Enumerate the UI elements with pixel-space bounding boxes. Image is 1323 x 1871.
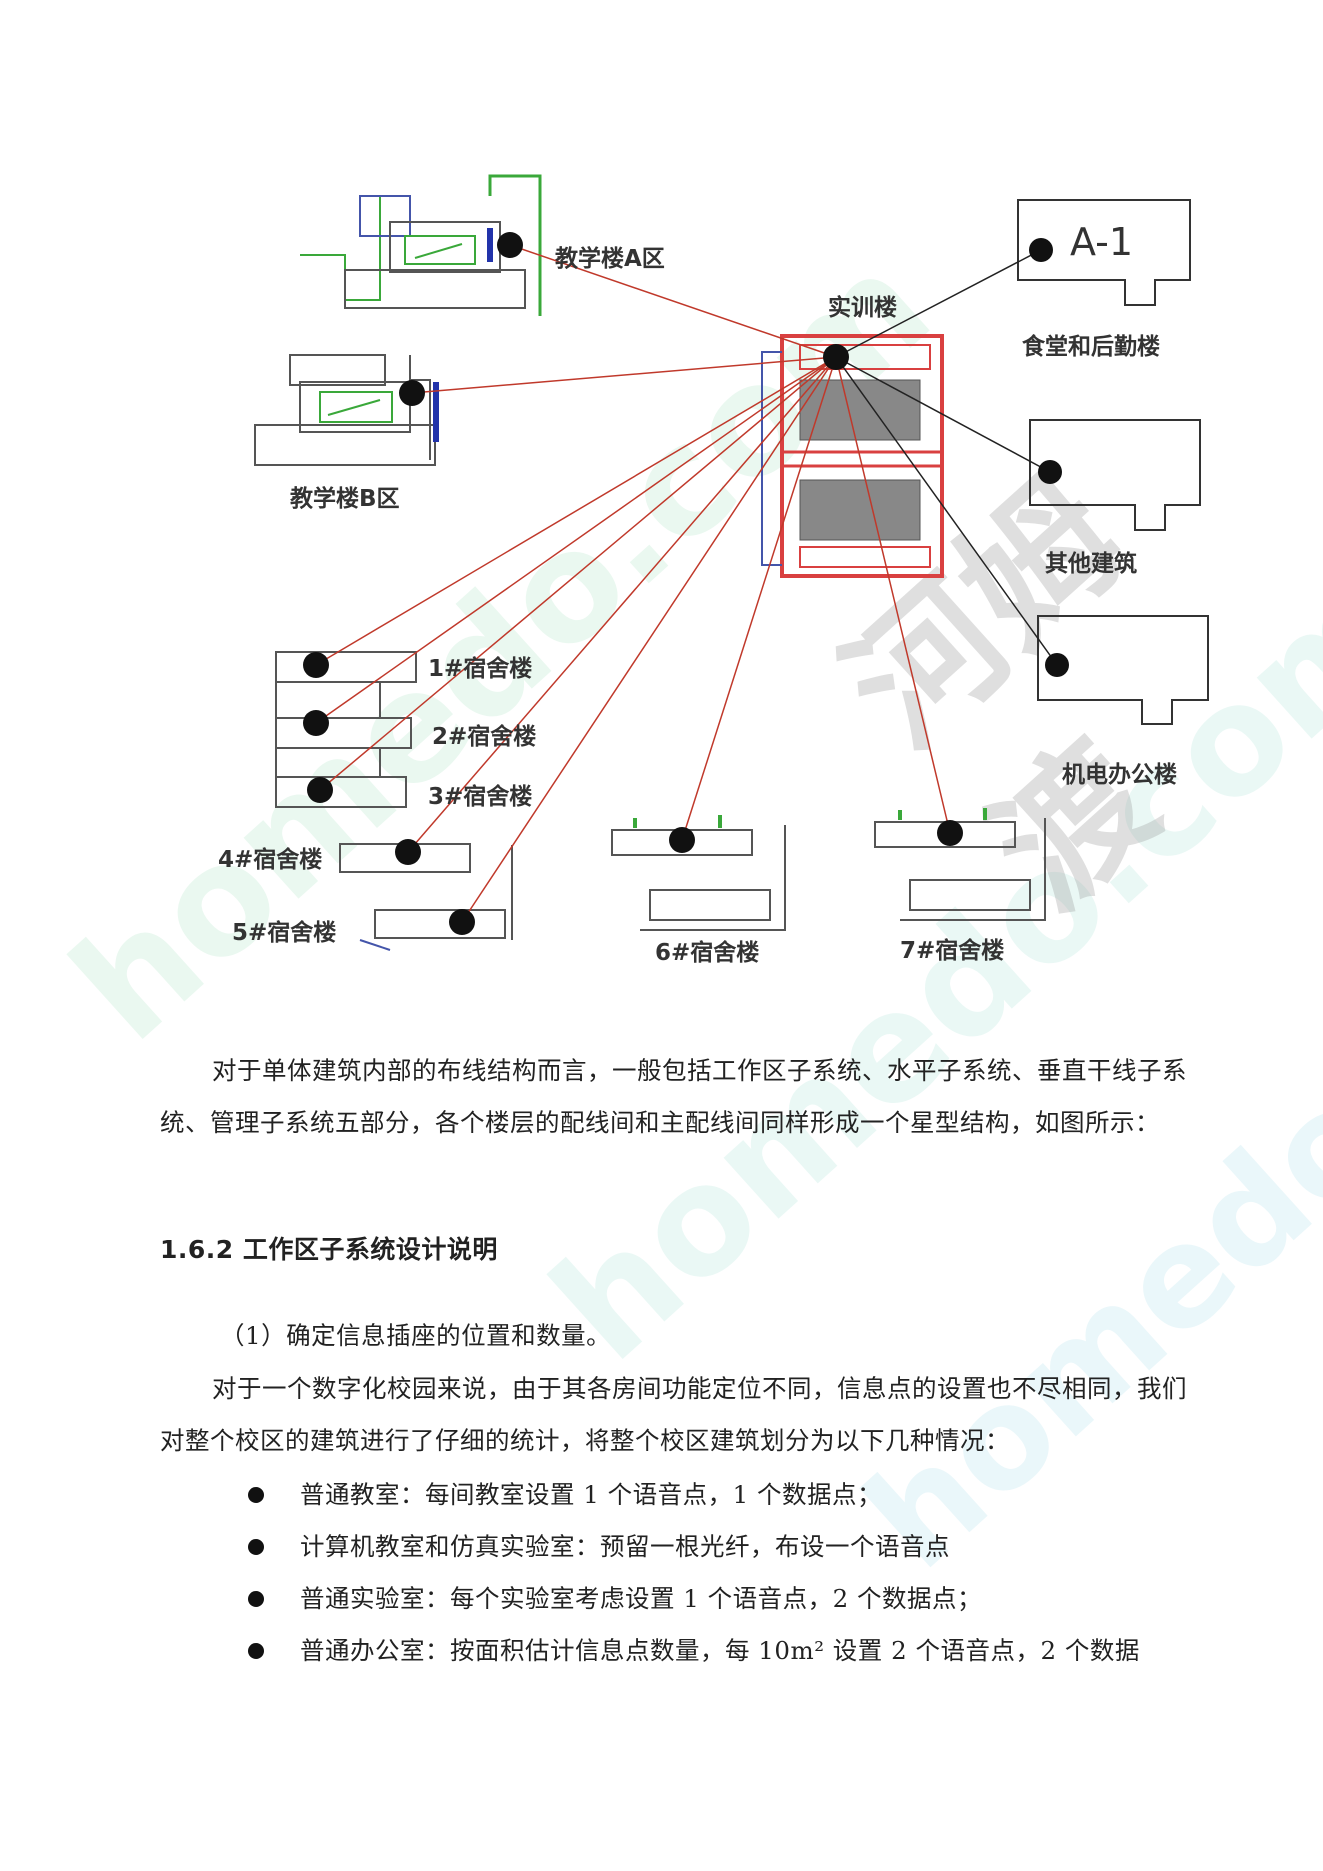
bullet-dot-icon [248,1591,264,1607]
copper-links [315,244,951,923]
label-dorm2: 2#宿舍楼 [432,723,536,750]
node-dorm2 [303,710,329,736]
node-dorm4 [395,839,421,865]
building-type-list: 普通教室：每间教室设置 1 个语音点，1 个数据点； 计算机教室和仿真实验室：预… [248,1469,1140,1677]
node-dots [303,232,1069,935]
paragraph-wiring-structure: 对于单体建筑内部的布线结构而言，一般包括工作区子系统、水平子系统、垂直干线子系统… [160,1056,1187,1137]
paragraph-step-1: （1）确定信息插座的位置和数量。 [220,1321,612,1350]
label-teach-b: 教学楼B区 [290,485,400,512]
bullet-dot-icon [248,1539,264,1555]
node-teach-b [399,380,425,406]
label-dorm6: 6#宿舍楼 [655,939,759,966]
label-dorm5: 5#宿舍楼 [232,919,336,946]
node-dorm6 [669,827,695,853]
teaching-building-b [254,354,439,466]
bullet-dot-icon [248,1643,264,1659]
training-building [761,334,944,578]
mech-office-building [1037,615,1209,725]
paragraph-classification: 对于一个数字化校园来说，由于其各房间功能定位不同，信息点的设置也不尽相同，我们对… [160,1374,1187,1455]
canteen-building [1017,199,1191,306]
label-teach-a: 教学楼A区 [555,245,665,272]
label-training: 实训楼 [828,294,897,321]
node-dorm7 [937,820,963,846]
teaching-building-a [300,174,542,316]
list-item: 普通实验室：每个实验室考虑设置 1 个语音点，2 个数据点； [248,1573,1140,1625]
dorms-1-5 [275,651,513,951]
campus-network-diagram: A-1 [218,174,1209,966]
label-mech-office: 机电办公楼 [1062,762,1177,788]
label-other: 其他建筑 [1045,550,1137,577]
dorm-6 [611,815,786,931]
list-item: 计算机教室和仿真实验室：预留一根光纤，布设一个语音点 [248,1521,1140,1573]
node-dorm1 [303,652,329,678]
label-dorm4: 4#宿舍楼 [218,846,322,873]
node-dorm3 [307,777,333,803]
label-dorm3: 3#宿舍楼 [428,783,532,810]
list-item: 普通办公室：按面积估计信息点数量，每 10m² 设置 2 个语音点，2 个数据 [248,1625,1140,1677]
node-training-hub [823,344,849,370]
label-canteen: 食堂和后勤楼 [1022,333,1160,360]
node-teach-a [497,232,523,258]
other-building [1029,419,1201,531]
label-dorm1: 1#宿舍楼 [428,655,532,682]
node-other [1038,460,1062,484]
node-mech [1045,653,1069,677]
fiber-links [835,249,1058,666]
bullet-dot-icon [248,1487,264,1503]
node-canteen [1029,238,1053,262]
node-dorm5 [449,909,475,935]
label-dorm7: 7#宿舍楼 [900,937,1004,964]
canteen-tag: A-1 [1070,220,1133,264]
section-heading: 1.6.2 工作区子系统设计说明 [160,1235,498,1264]
list-item: 普通教室：每间教室设置 1 个语音点，1 个数据点； [248,1469,1140,1521]
